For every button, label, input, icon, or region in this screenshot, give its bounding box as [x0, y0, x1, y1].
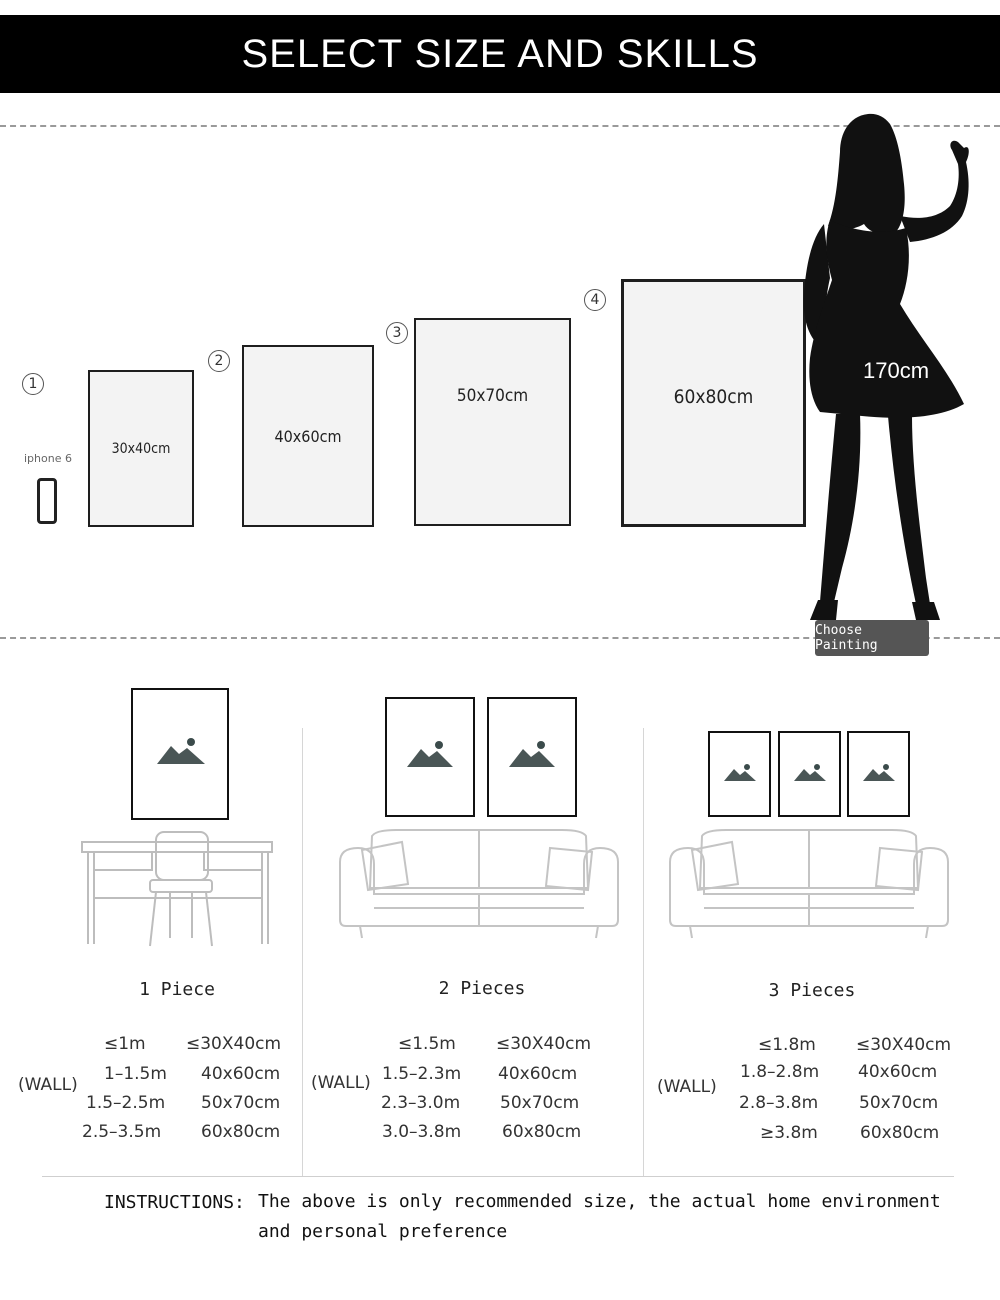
wall-art-frame	[778, 731, 841, 817]
table-cell-size: 50x70cm	[500, 1093, 580, 1113]
column-separator	[643, 728, 644, 1176]
table-cell-wall: ≤1.8m	[758, 1035, 816, 1055]
table-cell-size: ≤30X40cm	[496, 1034, 592, 1054]
page-title: SELECT SIZE AND SKILLS	[241, 31, 759, 76]
wall-label: (WALL)	[18, 1075, 78, 1095]
table-cell-size: 40x60cm	[201, 1064, 281, 1084]
table-cell-wall: 1–1.5m	[104, 1064, 167, 1084]
wall-art-frame	[131, 688, 229, 820]
size-frame-label: 40x60cm	[274, 426, 342, 446]
woman-silhouette-icon	[803, 113, 969, 620]
table-cell-size: 60x80cm	[502, 1122, 582, 1142]
desk-chair-icon	[81, 831, 273, 947]
table-cell-size: 50x70cm	[859, 1093, 939, 1113]
table-cell-wall: 1.5–2.3m	[382, 1064, 462, 1084]
size-number-badge: 2	[208, 350, 230, 372]
table-cell-wall: 1.8–2.8m	[740, 1062, 820, 1082]
mountain-sun-icon	[863, 764, 895, 781]
table-cell-wall: 3.0–3.8m	[382, 1122, 462, 1142]
middle-dashed-divider	[0, 637, 1000, 639]
person-height-label: 170cm	[863, 358, 930, 383]
top-dashed-divider	[0, 125, 1000, 127]
arrangement-title: 1 Piece	[139, 979, 215, 1000]
mountain-sun-icon	[794, 764, 826, 781]
table-cell-size: 40x60cm	[498, 1064, 578, 1084]
choose-painting-button[interactable]: Choose Painting	[815, 620, 929, 656]
size-frame-label: 50x70cm	[456, 386, 529, 406]
size-frame-60x80[interactable]: 60x80cm	[621, 279, 806, 527]
phone-label: iphone 6	[24, 452, 72, 465]
size-number-badge: 1	[22, 373, 44, 395]
instructions-label: INSTRUCTIONS:	[104, 1192, 245, 1213]
phone-icon	[37, 478, 57, 524]
table-cell-wall: 2.3–3.0m	[381, 1093, 461, 1113]
size-frame-label: 60x80cm	[673, 386, 754, 408]
mountain-sun-icon	[509, 741, 555, 767]
table-cell-wall: ≥3.8m	[760, 1123, 818, 1143]
table-cell-wall: 2.8–3.8m	[739, 1093, 819, 1113]
wall-art-frame	[487, 697, 577, 817]
size-frame-50x70[interactable]: 50x70cm	[414, 318, 571, 526]
mountain-sun-icon	[407, 741, 453, 767]
page-header: SELECT SIZE AND SKILLS	[0, 15, 1000, 93]
size-frame-40x60[interactable]: 40x60cm	[242, 345, 374, 527]
wall-label: (WALL)	[657, 1077, 717, 1097]
table-cell-size: 40x60cm	[858, 1062, 938, 1082]
table-cell-size: 60x80cm	[201, 1122, 281, 1142]
wall-art-frame	[385, 697, 475, 817]
size-number-badge: 4	[584, 289, 606, 311]
wall-label: (WALL)	[311, 1073, 371, 1093]
instructions-text-line1: The above is only recommended size, the …	[258, 1191, 941, 1212]
table-cell-size: 50x70cm	[201, 1093, 281, 1113]
size-number-badge: 3	[386, 322, 408, 344]
wall-art-frame	[708, 731, 771, 817]
sofa-icon	[339, 829, 619, 939]
table-cell-size: ≤30X40cm	[856, 1035, 952, 1055]
table-cell-size: ≤30X40cm	[186, 1034, 282, 1054]
arrangement-title: 2 Pieces	[438, 978, 526, 999]
arrangement-title: 3 Pieces	[768, 980, 856, 1001]
instructions-text-line2: and personal preference	[258, 1221, 508, 1242]
table-cell-size: 60x80cm	[860, 1123, 940, 1143]
table-cell-wall: 2.5–3.5m	[82, 1122, 162, 1142]
size-frame-label: 30x40cm	[111, 440, 171, 457]
mountain-sun-icon	[724, 764, 756, 781]
mountain-sun-icon	[157, 738, 205, 764]
column-separator	[302, 728, 303, 1176]
sofa-icon	[669, 829, 949, 939]
instructions-divider	[42, 1176, 954, 1177]
table-cell-wall: 1.5–2.5m	[86, 1093, 166, 1113]
table-cell-wall: ≤1.5m	[398, 1034, 456, 1054]
table-cell-wall: ≤1m	[104, 1034, 146, 1054]
wall-art-frame	[847, 731, 910, 817]
size-frame-30x40[interactable]: 30x40cm	[88, 370, 194, 527]
